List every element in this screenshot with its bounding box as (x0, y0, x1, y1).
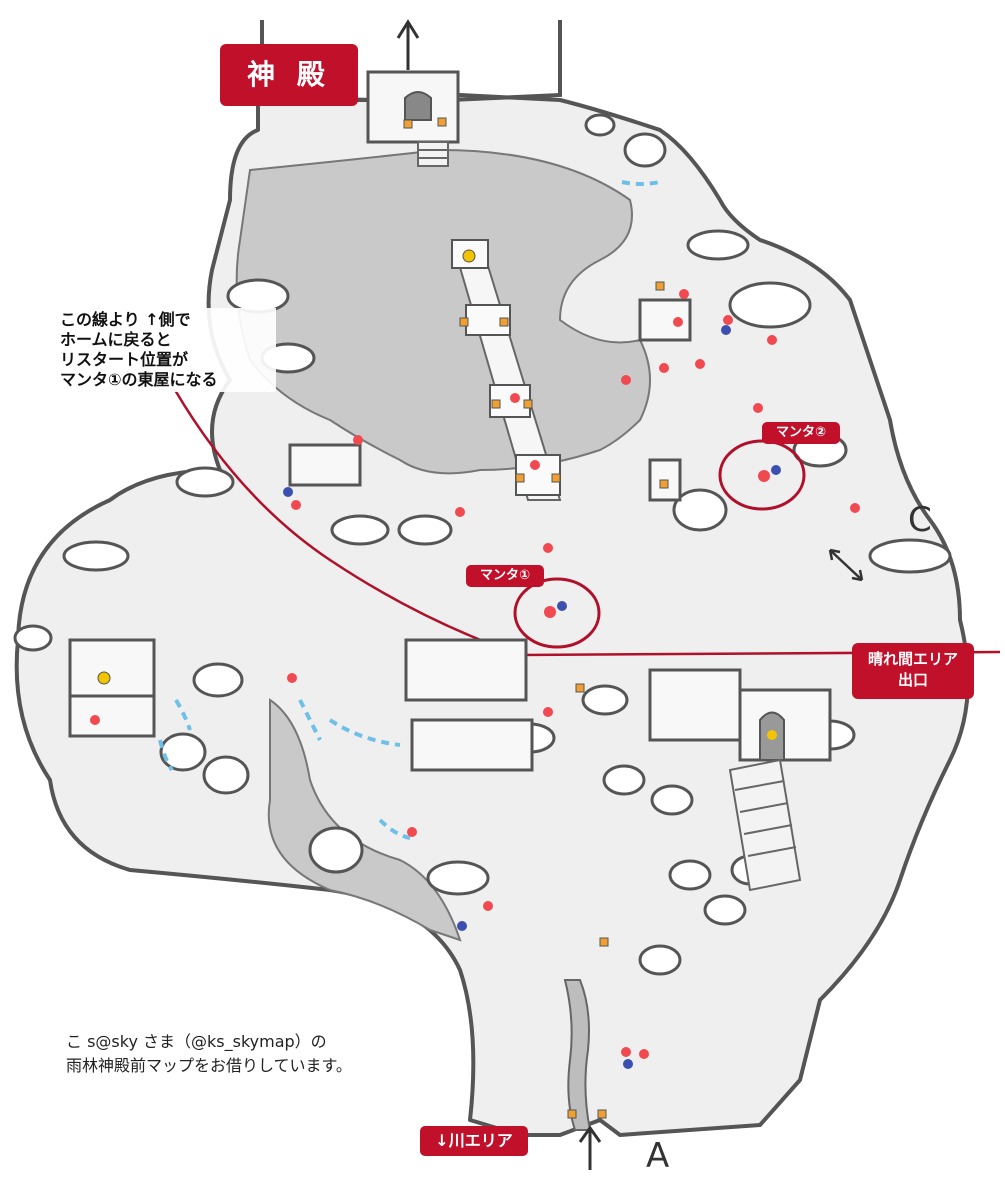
temple-plaza (235, 148, 651, 475)
area-letter-a: A (646, 1136, 670, 1176)
map-title: 神 殿 (220, 44, 358, 106)
restart-note: この線より ↑側で ホームに戻ると リスタート位置が マンタ①の東屋になる (56, 308, 276, 392)
manta1-label: マンタ① (466, 565, 544, 587)
east-stairs (728, 758, 802, 892)
credit-line: こ s@sky さま（@ks_skymap）の (66, 1032, 327, 1051)
temple-stairs (417, 141, 449, 167)
south-stream (563, 979, 592, 1131)
pillars (13, 113, 952, 976)
temple-gate (366, 70, 460, 144)
candle-markers (403, 117, 669, 1119)
exit-label: 晴れ間エリア 出口 (852, 643, 974, 699)
area-letter-c: C (908, 500, 932, 540)
note-line: この線より ↑側で (60, 310, 191, 329)
c-arrow-icon (828, 548, 864, 582)
exit-label-line1: 晴れ間エリア (867, 650, 958, 668)
up-arrow-icon (396, 19, 420, 70)
buildings (68, 298, 832, 772)
river-area-label: ↓川エリア (420, 1126, 528, 1156)
spirit-dot-icon (283, 325, 781, 1069)
credit-text: こ s@sky さま（@ks_skymap）の 雨林神殿前マップをお借りしていま… (66, 1030, 352, 1078)
note-line: リスタート位置が (60, 350, 189, 369)
exit-label-line2: 出口 (897, 671, 928, 689)
manta1-circle (513, 577, 601, 649)
light-dot-icon (90, 289, 860, 1059)
water-areas (158, 180, 661, 840)
candle-icon (462, 249, 476, 263)
temple-door (404, 91, 432, 121)
credit-line: 雨林神殿前マップをお借りしています。 (66, 1056, 352, 1075)
note-line: マンタ①の東屋になる (60, 370, 218, 389)
restart-boundary-line (173, 389, 1001, 657)
a-up-arrow-icon (578, 1125, 602, 1170)
lower-dark-area (267, 698, 462, 942)
note-line: ホームに戻ると (60, 330, 172, 349)
shrine-candle (767, 730, 777, 740)
manta2-label: マンタ② (762, 422, 840, 444)
house-candle (97, 671, 111, 685)
